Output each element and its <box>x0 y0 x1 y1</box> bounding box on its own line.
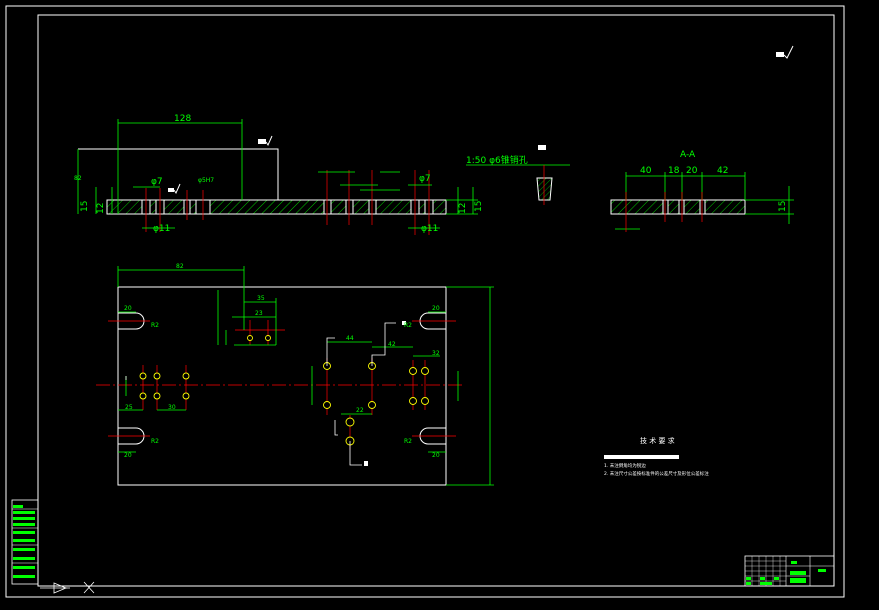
dim-length: 128 <box>174 114 191 124</box>
plan-dim-r4: 20 <box>432 452 440 459</box>
tech-line-1: 1. 未注倒角均为锐边 <box>604 462 646 469</box>
outer-border <box>5 5 845 598</box>
plan-r-br: R2 <box>404 438 412 445</box>
tech-line-2: 2. 未注尺寸公差按标准件的公差尺寸及形位公差标注 <box>604 470 709 477</box>
revision-strip <box>11 499 39 585</box>
inner-border <box>37 14 835 587</box>
projection-symbol <box>40 581 95 594</box>
dim-height-right-outer: 15 <box>474 201 484 212</box>
plan-dim-22: 22 <box>356 407 364 414</box>
section-aa: A-A 40 18 20 42 15 <box>610 150 794 232</box>
pin-detail: 1:50 φ6锥销孔 <box>466 145 570 205</box>
plan-dim-44: 44 <box>346 335 354 342</box>
plan-dim-r1: 20 <box>124 305 132 312</box>
dim-height-total: 82 <box>74 175 82 182</box>
title-block <box>744 555 835 587</box>
dia-left: φ7 <box>151 177 163 187</box>
roughness-symbol <box>776 45 794 59</box>
tech-title: 技 术 要 求 <box>640 436 675 445</box>
top-view: 128 15 12 12 15 82 φ7 φ11 φ7 φ11 φ5H7 <box>74 114 484 235</box>
plan-view: 82 20 20 20 20 R2 R2 R2 R2 44 42 32 22 2… <box>96 263 494 486</box>
dia-right: φ7 <box>419 174 431 184</box>
plan-dim-23: 23 <box>255 310 263 317</box>
plan-dim-r2: 20 <box>124 452 132 459</box>
tech-requirements: 技 术 要 求 1. 未注倒角均为锐边 2. 未注尺寸公差按标准件的公差尺寸及形… <box>604 436 709 477</box>
plan-dim-35: 35 <box>257 295 265 302</box>
aa-dim-2: 18 <box>668 166 680 176</box>
plan-r-tr: R2 <box>404 322 412 329</box>
plan-r-bl: R2 <box>151 438 159 445</box>
section-title: A-A <box>680 150 696 160</box>
dim-height-left: 15 <box>80 201 90 212</box>
plan-dim-r3: 20 <box>432 305 440 312</box>
dia-note: φ5H7 <box>198 177 214 184</box>
plan-dim-25: 25 <box>125 404 133 411</box>
dim-height-right-inner: 12 <box>458 203 468 214</box>
plan-dim-32: 32 <box>432 350 440 357</box>
plan-dim-42: 42 <box>388 341 396 348</box>
aa-dim-height: 15 <box>778 201 788 212</box>
aa-dim-3: 20 <box>686 166 698 176</box>
plan-dim-top: 82 <box>176 263 184 270</box>
pin-note: 1:50 φ6锥销孔 <box>466 154 528 166</box>
aa-dim-4: 42 <box>717 166 728 176</box>
dim-height-inner: 12 <box>96 203 106 214</box>
plan-dim-30: 30 <box>168 404 176 411</box>
aa-dim-1: 40 <box>640 166 652 176</box>
dia-left-bottom: φ11 <box>153 224 170 234</box>
plan-r-tl: R2 <box>151 322 159 329</box>
dia-right-bottom: φ11 <box>421 224 438 234</box>
